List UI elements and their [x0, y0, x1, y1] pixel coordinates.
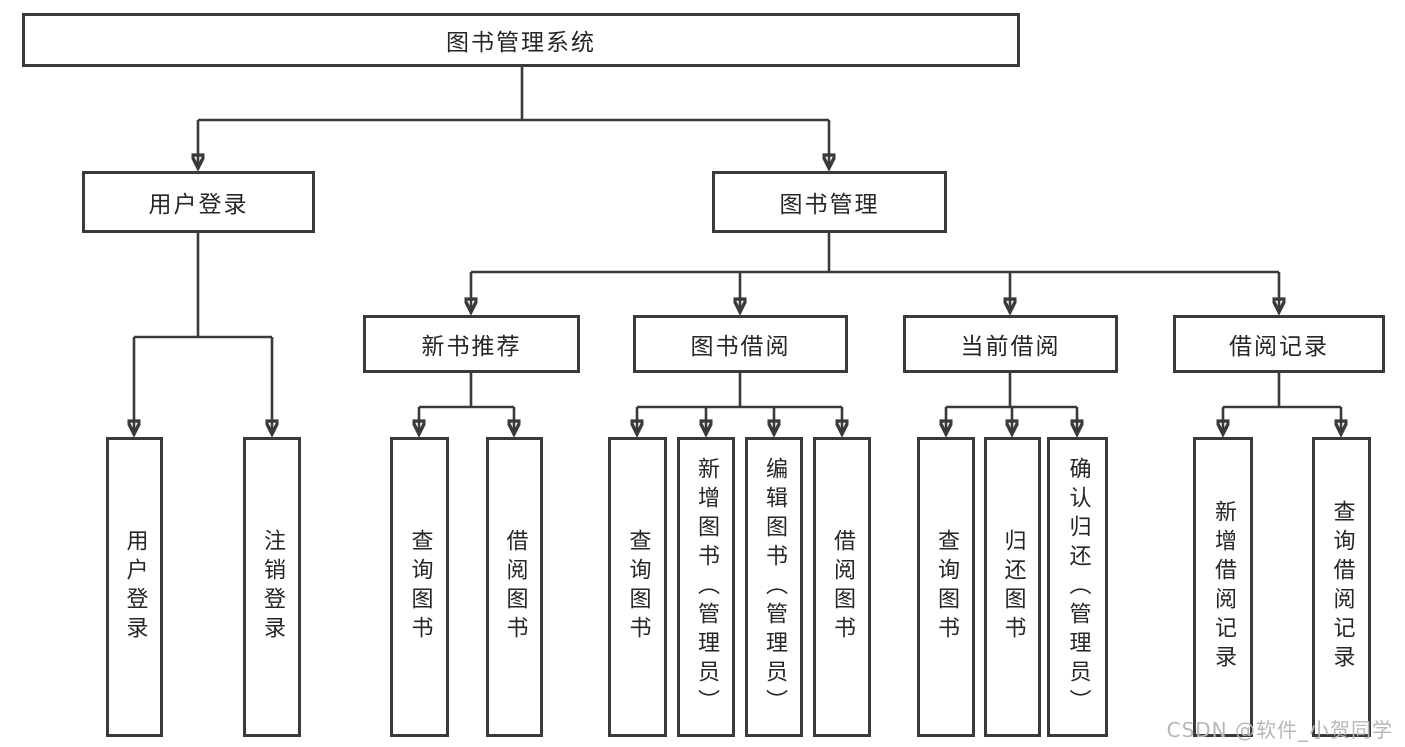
node-borrow-records: 借阅记录 — [1173, 315, 1385, 373]
leaf-query-books-2-label: 查询图书 — [625, 529, 651, 645]
leaf-borrow-books-2: 借阅图书 — [813, 437, 871, 737]
leaf-add-borrow-record-label: 新增借阅记录 — [1211, 500, 1236, 674]
leaf-add-books-admin: 新增图书（管理员） — [677, 437, 735, 737]
node-new-book-recommend: 新书推荐 — [363, 315, 580, 373]
leaf-query-books-1-label: 查询图书 — [407, 529, 433, 645]
leaf-edit-books-admin: 编辑图书（管理员） — [745, 437, 803, 737]
node-root: 图书管理系统 — [22, 13, 1020, 67]
leaf-add-books-admin-label: 新增图书（管理员） — [694, 456, 719, 718]
leaf-borrow-books-1: 借阅图书 — [486, 437, 543, 737]
node-book-management-label: 图书管理 — [779, 192, 880, 218]
node-new-book-recommend-label: 新书推荐 — [421, 334, 522, 360]
leaf-query-borrow-record-label: 查询借阅记录 — [1329, 500, 1355, 674]
leaf-return-books: 归还图书 — [984, 437, 1041, 737]
connector-root — [198, 67, 829, 167]
leaf-user-login-label: 用户登录 — [122, 529, 148, 645]
node-book-management: 图书管理 — [712, 171, 947, 233]
node-book-borrow: 图书借阅 — [633, 315, 848, 373]
node-current-borrow: 当前借阅 — [903, 315, 1118, 373]
leaf-borrow-books-1-label: 借阅图书 — [502, 529, 528, 645]
leaf-user-login: 用户登录 — [106, 437, 163, 737]
connector-user-login — [134, 233, 272, 433]
leaf-logout-label: 注销登录 — [260, 529, 285, 645]
leaf-return-books-label: 归还图书 — [1000, 529, 1026, 645]
leaf-query-books-2: 查询图书 — [608, 437, 667, 737]
node-user-login: 用户登录 — [82, 171, 315, 233]
node-current-borrow-label: 当前借阅 — [960, 334, 1061, 360]
csdn-watermark: CSDN @软件_小贺同学 — [1166, 718, 1393, 742]
connector-book-borrow — [637, 373, 842, 433]
node-user-login-label: 用户登录 — [148, 192, 249, 218]
connector-current-borrow — [946, 373, 1077, 433]
leaf-confirm-return-admin-label: 确认归还（管理员） — [1065, 456, 1091, 718]
leaf-query-borrow-record: 查询借阅记录 — [1312, 437, 1371, 737]
connector-new-book-recommend — [419, 373, 514, 433]
node-book-borrow-label: 图书借阅 — [690, 334, 791, 360]
leaf-query-books-1: 查询图书 — [390, 437, 449, 737]
connector-book-management — [471, 233, 1279, 311]
leaf-logout: 注销登录 — [243, 437, 301, 737]
node-root-label: 图书管理系统 — [446, 30, 596, 56]
leaf-query-books-3-label: 查询图书 — [934, 529, 959, 645]
node-borrow-records-label: 借阅记录 — [1229, 334, 1329, 360]
leaf-edit-books-admin-label: 编辑图书（管理员） — [762, 456, 787, 718]
leaf-confirm-return-admin: 确认归还（管理员） — [1047, 437, 1108, 737]
leaf-borrow-books-2-label: 借阅图书 — [830, 529, 855, 645]
leaf-add-borrow-record: 新增借阅记录 — [1193, 437, 1253, 737]
leaf-query-books-3: 查询图书 — [917, 437, 975, 737]
connector-borrow-records — [1223, 373, 1341, 433]
